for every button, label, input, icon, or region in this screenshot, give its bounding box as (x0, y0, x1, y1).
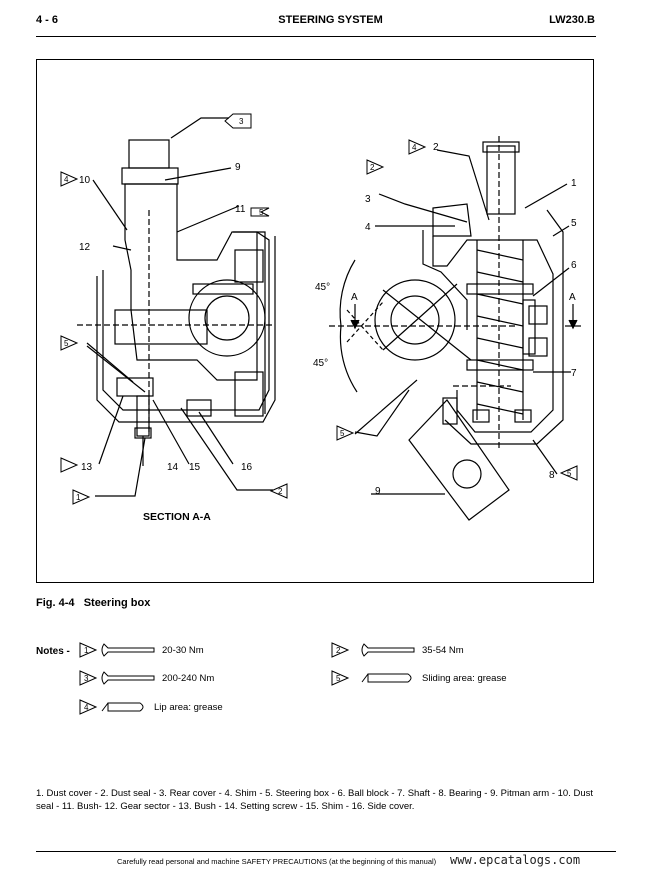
callout-13: 13 (81, 462, 93, 473)
note-code-3: 3 (84, 674, 89, 683)
callout-flag-4-left (60, 171, 79, 187)
watermark: www.epcatalogs.com (450, 853, 581, 867)
figure-title: Steering box (83, 597, 151, 609)
callout-flag-5-e (559, 465, 578, 481)
footer-note: Carefully read personal and machine SAFE… (117, 857, 437, 866)
header-rule (36, 36, 596, 37)
note-item-2: 2 35-54 Nm (330, 640, 464, 660)
flag-num-4-right: 4 (412, 143, 417, 152)
callout-9-left: 9 (235, 162, 241, 173)
notes-section: Notes - 1 20-30 Nm 3 200-240 Nm 4 Lip ar… (36, 640, 596, 720)
callout-2-right: 2 (433, 142, 439, 153)
section-aa-view (77, 117, 276, 497)
wrench-icon: 1 (79, 642, 155, 658)
note-text-2: 35-54 Nm (422, 644, 464, 656)
callout-flag-2-right (366, 159, 385, 175)
section-mark-left: A (351, 292, 358, 303)
section-label: SECTION A-A (143, 511, 211, 523)
callout-1-right: 1 (571, 178, 577, 189)
grease-gun-icon: 4 (79, 699, 144, 715)
callout-flag-1 (72, 489, 91, 505)
flag-num-2-right: 2 (370, 163, 375, 172)
figure-caption: Fig. 4-4 Steering box (36, 597, 150, 609)
figure-number: Fig. 4-4 (36, 597, 75, 609)
note-code-5: 5 (336, 674, 341, 683)
notes-label: Notes - (36, 646, 70, 657)
callout-flag-3-left (224, 113, 252, 129)
note-code-1: 1 (84, 646, 89, 655)
parts-legend: 1. Dust cover - 2. Dust seal - 3. Rear c… (36, 788, 594, 812)
callout-flag-5-c (60, 457, 79, 473)
section-title: STEERING SYSTEM (278, 14, 383, 26)
angle-bottom-label: 45° (313, 358, 328, 369)
model-code: LW230.B (549, 14, 595, 26)
note-text-1: 20-30 Nm (162, 644, 204, 656)
callout-15: 15 (189, 462, 201, 473)
page-number: 4 - 6 (36, 14, 59, 26)
note-text-5: Sliding area: grease (422, 672, 507, 684)
callout-4-right: 4 (365, 222, 371, 233)
callout-flag-5-d (336, 425, 355, 441)
flag-num-5-e: 5 (567, 469, 572, 478)
flag-num-2-left: 2 (278, 487, 283, 496)
callout-16: 16 (241, 462, 253, 473)
callout-6: 6 (571, 260, 577, 271)
angle-top-label: 45° (315, 282, 330, 293)
callout-14: 14 (167, 462, 179, 473)
cross-section-view (329, 136, 581, 521)
steering-box-figure: 3 9 4 10 11 5 12 5 13 14 15 16 1 2 4 2 2… (36, 59, 594, 583)
callout-10: 10 (79, 175, 91, 186)
flag-num-3: 3 (239, 117, 244, 126)
callout-3-right: 3 (365, 194, 371, 205)
flag-num-1: 1 (76, 493, 81, 502)
flag-num-4-left: 4 (64, 175, 69, 184)
note-item-3: 3 200-240 Nm (78, 668, 214, 688)
callout-9-right: 9 (375, 486, 381, 497)
section-mark-right: A (569, 292, 576, 303)
callout-flag-4-right (408, 139, 427, 155)
callout-7: 7 (571, 368, 577, 379)
callout-5-right: 5 (571, 218, 577, 229)
note-item-5: 5 Sliding area: grease (330, 668, 507, 688)
note-item-1: 1 20-30 Nm (78, 640, 204, 660)
flag-num-5-d: 5 (340, 429, 345, 438)
note-code-4: 4 (84, 703, 89, 712)
note-text-3: 200-240 Nm (162, 672, 215, 684)
grease-gun-icon: 5 (331, 670, 412, 686)
callout-flag-5-a (250, 207, 270, 217)
callout-12: 12 (79, 242, 91, 253)
callout-8: 8 (549, 470, 555, 481)
wrench-icon: 2 (331, 642, 415, 658)
note-text-4: Lip area: grease (154, 701, 223, 713)
note-code-2: 2 (336, 646, 341, 655)
callout-flag-2-left (269, 483, 288, 499)
note-item-4: 4 Lip area: grease (78, 697, 223, 717)
callout-11: 11 (235, 204, 246, 215)
callout-flag-5-b (60, 335, 79, 351)
footer-rule (36, 851, 616, 852)
flag-num-5-a: 5 (259, 208, 264, 217)
callout-flags (60, 113, 578, 505)
flag-num-5-b: 5 (64, 339, 69, 348)
steering-box-drawing: 3 9 4 10 11 5 12 5 13 14 15 16 1 2 4 2 2… (60, 113, 581, 523)
wrench-icon: 3 (79, 670, 155, 686)
